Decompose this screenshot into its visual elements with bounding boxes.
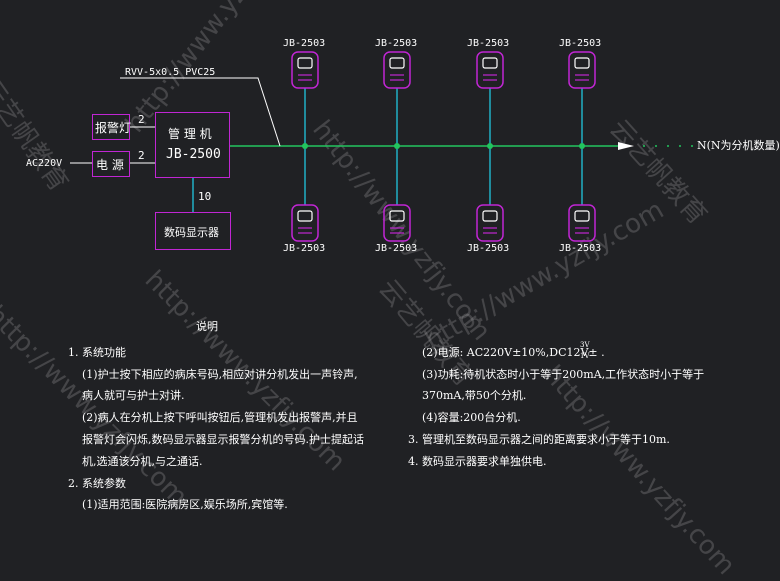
tolerance-bottom: 1V: [580, 352, 590, 360]
power-box: 电 源: [92, 151, 130, 177]
intercom-icon: [568, 51, 596, 89]
wire-count-alarm: 2: [138, 113, 145, 126]
wire-count-display: 10: [198, 190, 212, 203]
handset-label: JB-2503: [283, 38, 326, 49]
note-right-3: 370mA,带50个分机.: [422, 389, 527, 402]
note-right-1: (2)电源: AC220V±10%,DC12V± .: [422, 346, 605, 359]
bus-dots: [643, 145, 693, 147]
tolerance-top: 3V: [580, 341, 590, 349]
handset-label: JB-2503: [283, 243, 326, 254]
alarm-lamp-box: 报警灯: [92, 114, 132, 140]
main-unit-box: 管 理 机 JB-2500: [155, 112, 230, 178]
main-unit-model: JB-2500: [166, 147, 221, 162]
note-right-2: (3)功耗:待机状态时小于等于200mA,工作状态时小于等于: [422, 368, 705, 381]
handset-label: JB-2503: [559, 38, 602, 49]
ac-label: AC220V: [26, 158, 63, 169]
cable-leader: [120, 77, 281, 147]
intercom-icon: [476, 204, 504, 242]
junction-dots: [302, 143, 585, 149]
intercom-icon: [476, 51, 504, 89]
intercom-icon: [291, 51, 319, 89]
cable-label: RVV-5x0.5 PVC25: [125, 67, 216, 78]
display-label: 数码显示器: [164, 226, 219, 239]
branch-lines: [192, 88, 583, 212]
handset-label: JB-2503: [467, 243, 510, 254]
handset-label: JB-2503: [375, 243, 418, 254]
intercom-icon: [568, 204, 596, 242]
note-right-4: (4)容量:200台分机.: [422, 411, 521, 424]
note-left-4: (2)病人在分机上按下呼叫按钮后,管理机发出报警声,并且: [82, 411, 358, 424]
note-left-2: (1)护士按下相应的病床号码,相应对讲分机发出一声铃声,: [82, 368, 358, 381]
display-box: 数码显示器: [155, 212, 231, 250]
main-unit-title: 管 理 机: [168, 127, 212, 141]
handset-label: JB-2503: [467, 38, 510, 49]
wiring-layer: [70, 77, 693, 212]
note-right-5: 3. 管理机至数码显示器之间的距离要求小于等于10m.: [408, 433, 670, 446]
handset-label: JB-2503: [559, 243, 602, 254]
notes-heading: 说明: [196, 320, 218, 333]
note-left-3: 病人就可与护士对讲.: [82, 389, 185, 402]
alarm-lamp-label: 报警灯: [95, 121, 132, 135]
wire-count-power: 2: [138, 149, 145, 162]
note-left-5: 报警灯会闪烁,数码显示器显示报警分机的号码.护士提起话: [82, 433, 364, 446]
power-label: 电 源: [96, 158, 124, 172]
note-right-6: 4. 数码显示器要求单独供电.: [408, 455, 547, 468]
extension-label: N(N为分机数量): [697, 139, 780, 152]
bus-arrow: [618, 142, 634, 150]
note-left-8: (1)适用范围:医院病房区,娱乐场所,宾馆等.: [82, 498, 288, 511]
note-left-1: 1. 系统功能: [68, 346, 126, 359]
handset-label: JB-2503: [375, 38, 418, 49]
intercom-icon: [383, 204, 411, 242]
intercom-icon: [383, 51, 411, 89]
note-left-7: 2. 系统参数: [68, 477, 126, 490]
note-left-6: 机,选通该分机,与之通话.: [82, 455, 203, 468]
feeder-lines: [70, 126, 155, 164]
intercom-icon: [291, 204, 319, 242]
